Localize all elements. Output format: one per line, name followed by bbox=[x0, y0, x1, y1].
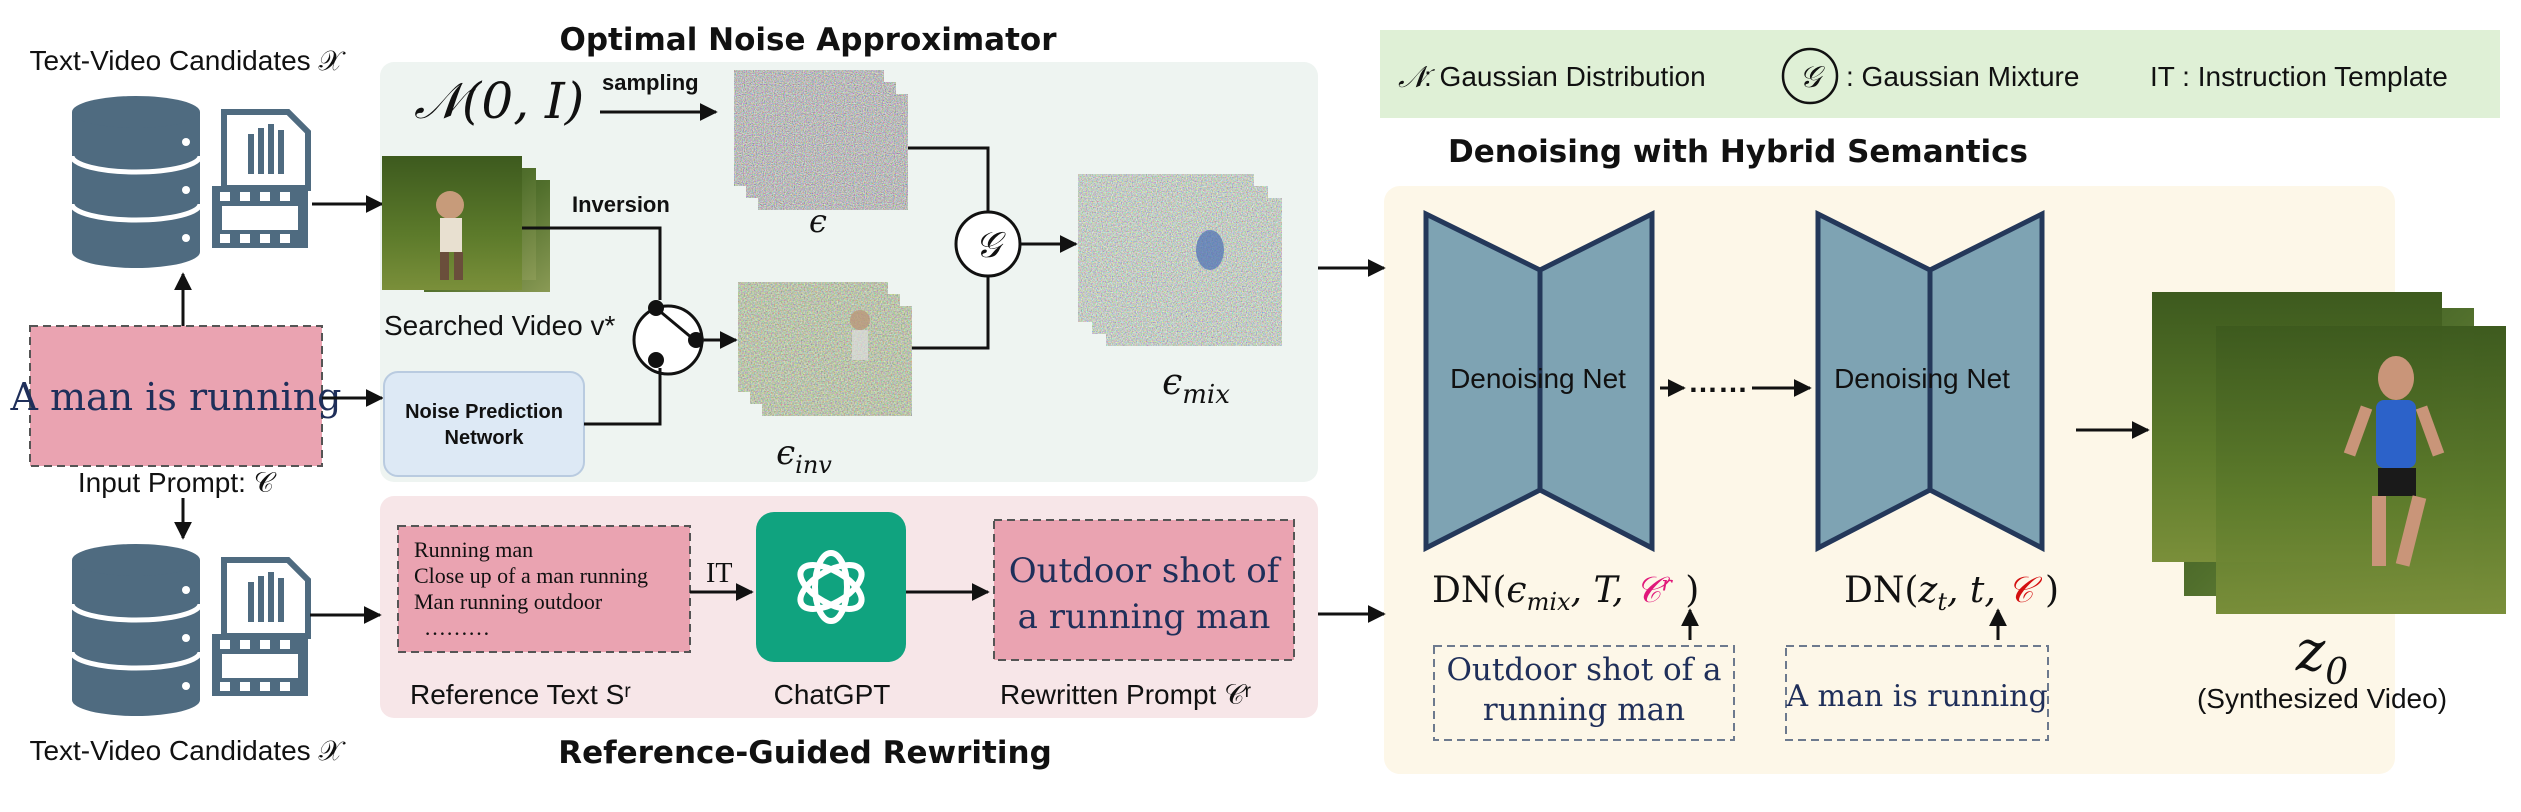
reference-line-3: Man running outdoor bbox=[414, 589, 603, 614]
searched-video-frames bbox=[382, 156, 550, 292]
sampling-label: sampling bbox=[602, 70, 699, 95]
input-prompt-box bbox=[29, 325, 323, 467]
document-video-icon-top bbox=[212, 109, 311, 248]
denoising-net-1-label: Denoising Net bbox=[1450, 363, 1626, 394]
dn-formula-1: DN(ϵmix, T, 𝒞ʳ ) bbox=[1432, 570, 1699, 616]
denoising-net-1 bbox=[1423, 209, 1655, 553]
epsilon-noise-frames bbox=[734, 70, 908, 210]
normal-distribution-label: 𝒩(0, I) bbox=[414, 72, 584, 130]
reference-text-label: Reference Text Sʳ bbox=[410, 679, 631, 710]
chatgpt-knot-icon bbox=[797, 550, 865, 624]
legend-it-text: IT : Instruction Template bbox=[2150, 61, 2448, 92]
denoising-title: Denoising with Hybrid Semantics bbox=[1448, 134, 2028, 170]
rewritten-prompt-line-1: Outdoor shot of bbox=[1009, 551, 1282, 591]
noise-prediction-label: Noise Prediction bbox=[405, 401, 563, 423]
condition-1-line-1: Outdoor shot of a bbox=[1446, 652, 1721, 688]
epsilon-inv-frames bbox=[738, 282, 912, 416]
rewritten-prompt-line-2: a running man bbox=[1018, 597, 1271, 637]
switch-lever bbox=[655, 306, 693, 340]
synthesized-video-label: (Synthesized Video) bbox=[2197, 683, 2447, 714]
inversion-label: Inversion bbox=[572, 192, 670, 217]
rewriting-title: Reference-Guided Rewriting bbox=[558, 735, 1052, 771]
document-video-icon-bottom bbox=[212, 557, 311, 696]
chatgpt-label: ChatGPT bbox=[774, 679, 891, 710]
condition-1-line-2: running man bbox=[1483, 692, 1685, 728]
switch-node-right bbox=[688, 332, 704, 348]
searched-video-label: Searched Video v* bbox=[384, 310, 616, 341]
denoising-dots: …… bbox=[1688, 366, 1748, 399]
legend-mixture-circle bbox=[1781, 47, 1839, 105]
path-inv-to-mixture bbox=[912, 276, 990, 350]
candidates-bottom-label: Text-Video Candidates 𝒳 bbox=[29, 735, 346, 766]
path-eps-to-mixture bbox=[908, 146, 990, 212]
epsilon-inv-label: ϵinv bbox=[776, 433, 832, 479]
switch-node-bottom bbox=[648, 352, 664, 368]
legend-gaussian-text: : Gaussian Distribution bbox=[1424, 61, 1706, 92]
rewritten-prompt-label: Rewritten Prompt 𝒞ʳ bbox=[1000, 679, 1251, 710]
denoising-net-2-label: Denoising Net bbox=[1834, 363, 2010, 394]
candidates-top-label: Text-Video Candidates 𝒳 bbox=[29, 45, 346, 76]
condition-2-text: A man is running bbox=[1785, 679, 2047, 714]
path-network-to-switch bbox=[584, 368, 662, 426]
epsilon-mix-label: ϵmix bbox=[1162, 362, 1230, 410]
legend-mixture-text: : Gaussian Mixture bbox=[1846, 61, 2079, 92]
it-label: IT bbox=[706, 558, 732, 589]
rewritten-prompt-box bbox=[993, 519, 1295, 661]
reference-line-2: Close up of a man running bbox=[414, 563, 648, 588]
reference-text-box bbox=[397, 525, 691, 653]
reference-line-1: Running man bbox=[414, 537, 533, 562]
epsilon-mix-frames bbox=[1078, 174, 1282, 346]
condition-box-2 bbox=[1785, 645, 2049, 741]
chatgpt-logo bbox=[756, 512, 906, 662]
optimal-noise-title: Optimal Noise Approximator bbox=[560, 22, 1058, 58]
input-prompt-label: Input Prompt: 𝒞 bbox=[78, 467, 277, 498]
dn-formula-2: DN(zt, t, 𝒞 ) bbox=[1844, 570, 2059, 616]
epsilon-label: ϵ bbox=[809, 202, 827, 240]
denoising-net-2 bbox=[1815, 209, 2045, 553]
noise-prediction-network bbox=[383, 371, 585, 477]
z0-label: z0 bbox=[2295, 619, 2348, 693]
noise-network-label: Network bbox=[445, 427, 525, 449]
synthesized-video-frames bbox=[2152, 292, 2506, 614]
path-video-to-switch bbox=[522, 226, 662, 300]
database-icon-bottom bbox=[69, 544, 203, 716]
condition-box-1 bbox=[1433, 645, 1735, 741]
noise-approximator-panel bbox=[380, 62, 1318, 482]
legend-panel bbox=[1380, 30, 2500, 118]
input-prompt-text: A man is running bbox=[9, 375, 341, 419]
database-icon-top bbox=[69, 96, 203, 268]
reference-line-4: ……… bbox=[424, 615, 490, 640]
